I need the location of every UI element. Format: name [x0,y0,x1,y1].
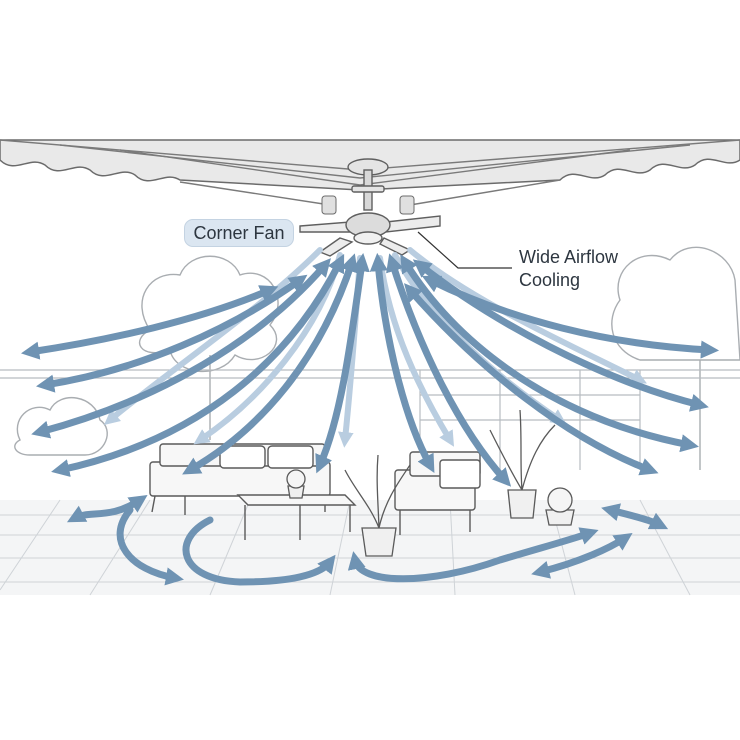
airflow-arrow [404,283,659,476]
airflow-arrow [66,494,148,523]
corner-fan-label: Corner Fan [184,219,294,247]
airflow-arrows [21,252,720,586]
ceiling-fan-icon [299,158,441,257]
airflow-arrow [182,516,336,586]
coffee-table-icon [236,494,357,540]
airflow-arrow [531,532,633,579]
airflow-arrow [601,503,669,530]
callout-line-2: Cooling [519,270,581,290]
callout-leader-line [417,231,512,269]
airflow-arrow [116,506,184,586]
callout-line-1: Wide Airflow [519,247,619,267]
wide-airflow-callout: Wide Airflow Cooling [519,246,679,292]
airflow-arrow [315,252,370,474]
